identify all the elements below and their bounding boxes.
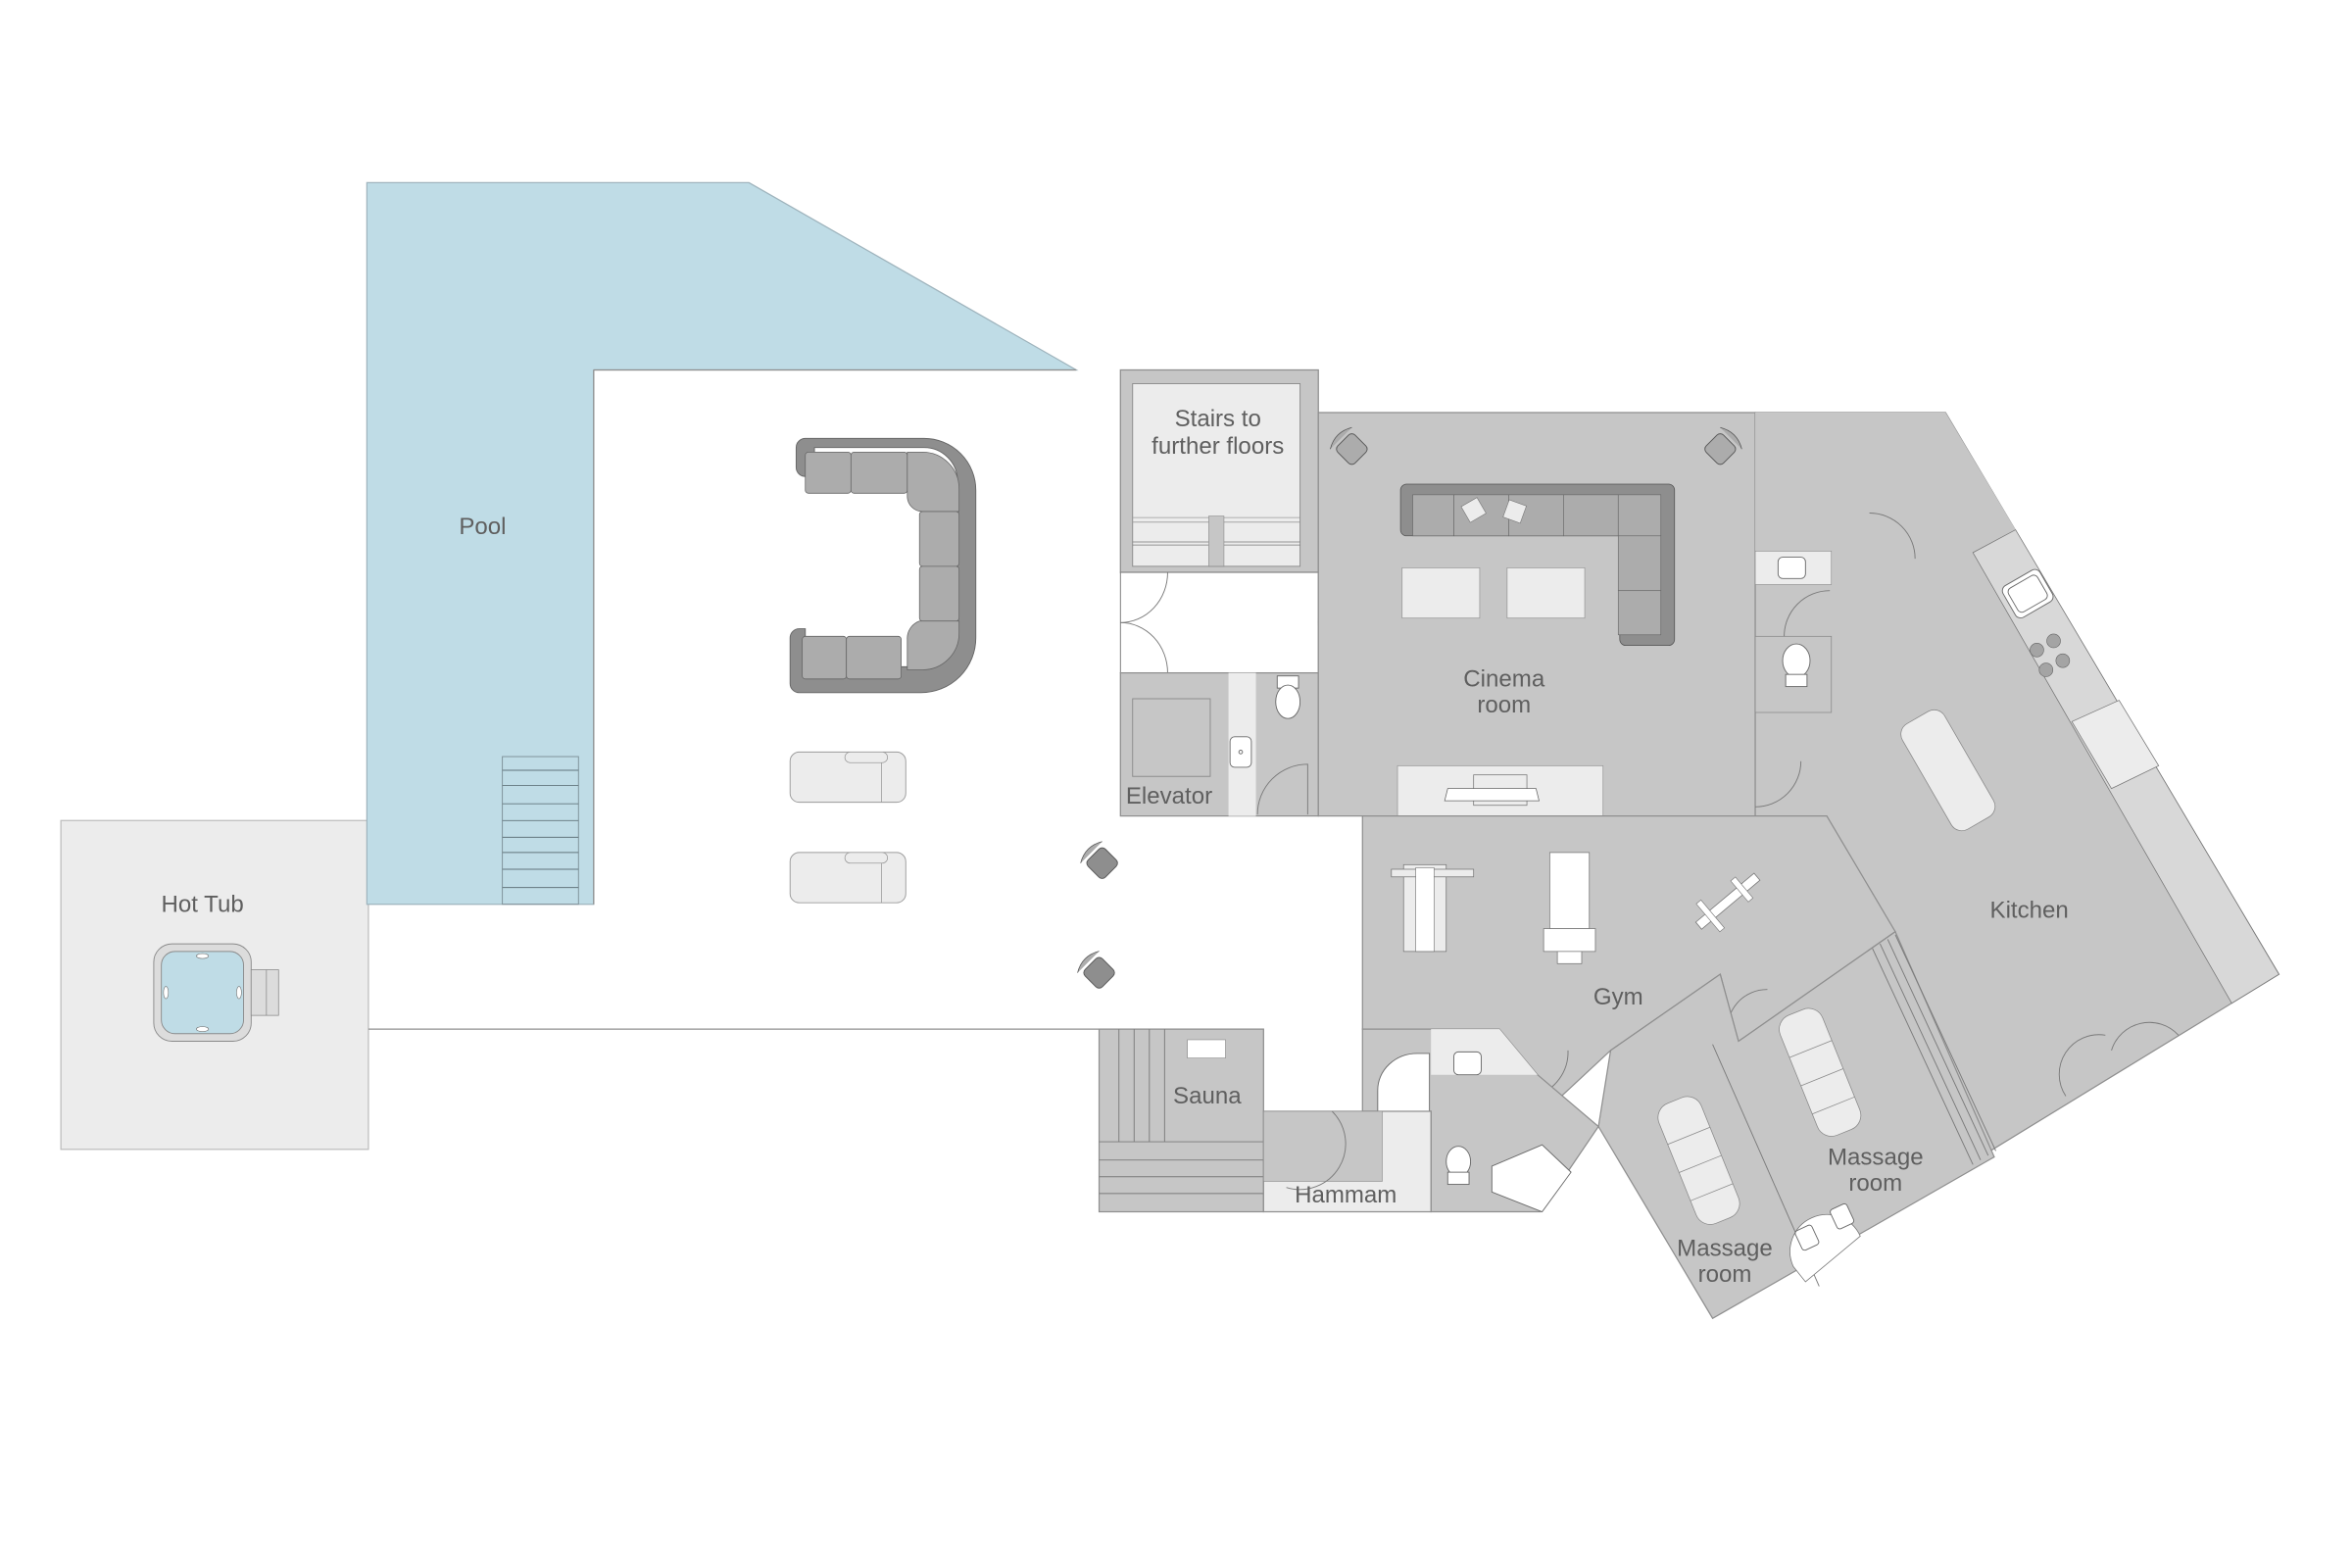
- sink-icon: [1453, 1051, 1482, 1076]
- sauna[interactable]: Sauna: [1098, 1028, 1264, 1213]
- bathroom[interactable]: [1361, 1028, 1599, 1213]
- l-shaped-sofa-icon: [1399, 483, 1676, 647]
- room-label-pool: Pool: [459, 514, 506, 540]
- sauna-stove-icon: [1187, 1039, 1226, 1058]
- room-label-massage-1-line2: room: [1698, 1261, 1752, 1288]
- stairs-area[interactable]: Stairs to further floors: [1119, 368, 1319, 573]
- exercise-bike-icon: [1694, 872, 1761, 933]
- corridor[interactable]: [1119, 571, 1369, 674]
- hot-tub-icon: [153, 943, 279, 1042]
- sectional-sofa-icon: [789, 437, 977, 694]
- sink-icon: [1789, 1202, 1861, 1283]
- toilet-icon: [1275, 675, 1301, 719]
- room-label-massage-1-line1: Massage: [1677, 1236, 1773, 1262]
- room-label-sauna: Sauna: [1173, 1083, 1242, 1109]
- cooktop-icon: [2030, 633, 2071, 677]
- pool-area[interactable]: Pool: [366, 181, 1079, 906]
- ottoman-icon: [1506, 567, 1586, 619]
- room-label-gym: Gym: [1593, 984, 1643, 1010]
- shower-icon: [1377, 1053, 1431, 1112]
- ottoman-icon: [1401, 567, 1481, 619]
- massage-table-icon: [1779, 1007, 1862, 1137]
- room-label-stairs-line1: Stairs to: [1175, 406, 1261, 432]
- hammam[interactable]: Hammam: [1262, 1110, 1432, 1213]
- toilet-icon: [1446, 1146, 1472, 1186]
- room-label-cinema-line1: Cinema: [1463, 666, 1545, 693]
- armchair-icon: [1080, 841, 1118, 879]
- appliance-icon: [2071, 700, 2160, 790]
- elevator-area[interactable]: Elevator: [1119, 671, 1319, 817]
- lounger-icon: [789, 852, 906, 904]
- room-label-cinema-line2: room: [1477, 692, 1531, 718]
- massage-table-icon: [1657, 1096, 1740, 1225]
- kitchen-sink-icon: [2001, 568, 2054, 619]
- room-label-hot-tub: Hot Tub: [161, 891, 243, 917]
- room-label-massage-2-line1: Massage: [1828, 1144, 1924, 1170]
- lounger-icon: [789, 751, 906, 804]
- hot-tub-area[interactable]: Hot Tub: [60, 819, 369, 1151]
- toilet-icon: [1782, 643, 1811, 688]
- lounge-terrace[interactable]: [368, 368, 1100, 1030]
- tv-console-icon: [1396, 764, 1604, 817]
- armchair-icon: [1077, 951, 1115, 989]
- room-label-kitchen: Kitchen: [1990, 898, 2069, 924]
- stripes: [1872, 934, 1996, 1165]
- corner-tub-icon: [1491, 1144, 1572, 1213]
- room-label-stairs-line2: further floors: [1152, 433, 1284, 460]
- pool-steps-icon: [502, 756, 579, 906]
- sink-icon: [1229, 736, 1252, 768]
- weight-bench-icon: [1543, 852, 1596, 964]
- room-label-massage-2-line2: room: [1848, 1170, 1902, 1197]
- room-label-elevator: Elevator: [1126, 783, 1212, 809]
- kitchen-island-icon: [1900, 709, 1996, 832]
- massage-rooms[interactable]: Massage room Massage room: [1597, 930, 1996, 1320]
- sink-icon: [1777, 557, 1806, 579]
- room-label-hammam: Hammam: [1295, 1182, 1396, 1208]
- treadmill-icon: [1391, 863, 1475, 953]
- cinema-room[interactable]: Cinema room: [1317, 412, 1756, 817]
